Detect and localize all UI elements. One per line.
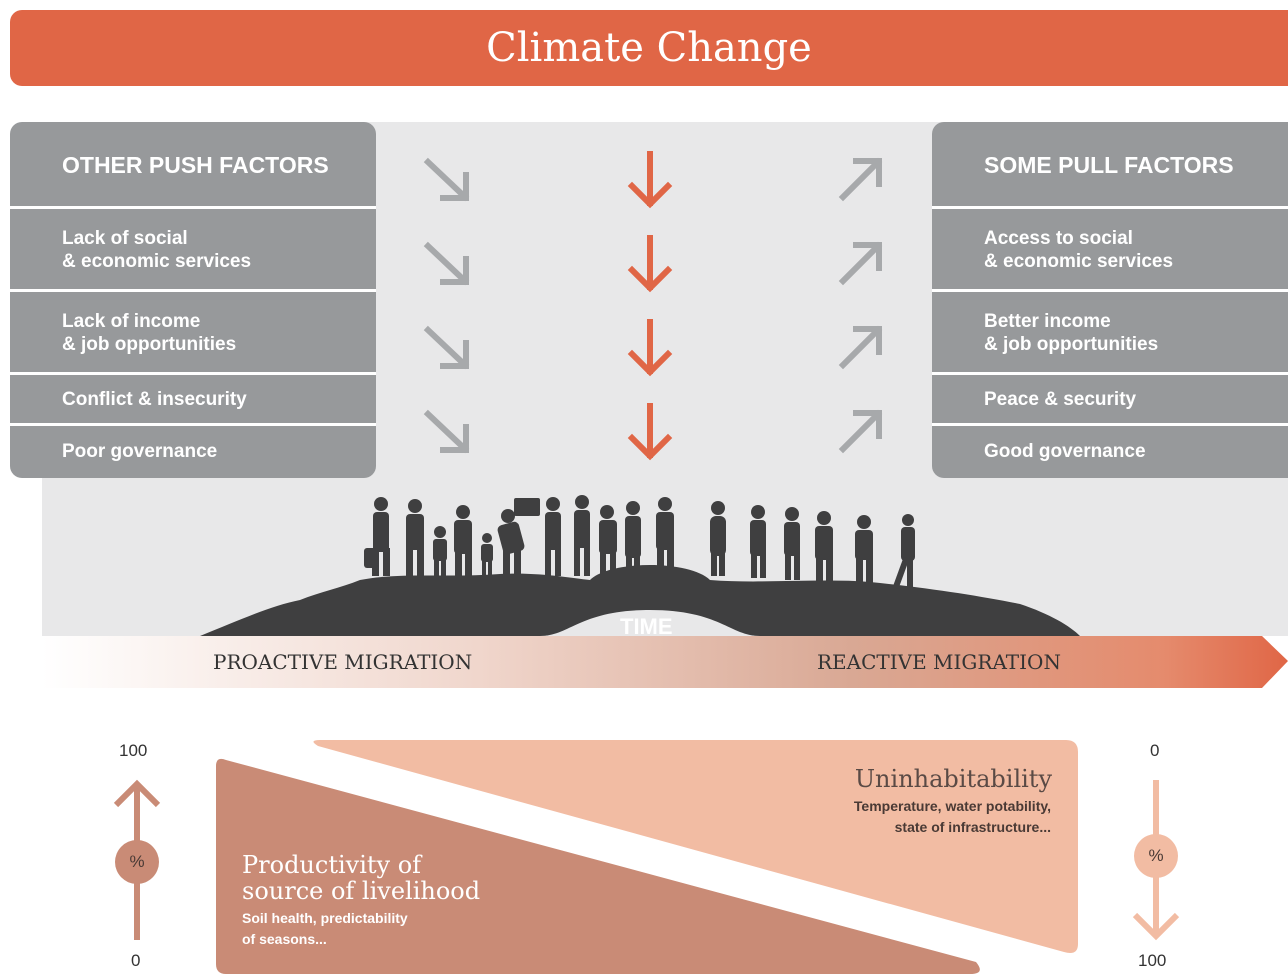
person-icon: [406, 499, 424, 576]
push-factors-header: OTHER PUSH FACTORS: [62, 151, 329, 178]
left-scale-top-value: 100: [119, 741, 148, 760]
person-icon: [784, 507, 800, 580]
person-icon: [625, 501, 641, 576]
person-icon: [710, 501, 726, 576]
proactive-migration-label: PROACTIVE MIGRATION: [213, 650, 473, 674]
right-scale-bottom-value: 100: [1138, 951, 1167, 970]
child-icon: [481, 533, 493, 576]
person-icon: [599, 505, 617, 576]
push-factors-box: OTHER PUSH FACTORS Lack of social & econ…: [10, 122, 376, 478]
divider: [10, 289, 376, 292]
divider: [932, 372, 1288, 375]
productivity-subtitle: Soil health, predictability of seasons..…: [242, 910, 408, 947]
time-band: [42, 636, 1288, 688]
climate-arrows: [627, 151, 673, 461]
person-carrying-icon: [497, 498, 540, 576]
divider: [932, 206, 1288, 209]
person-icon: [855, 515, 873, 584]
crowd-silhouette: [364, 495, 915, 590]
arrow-down-icon: [627, 319, 673, 377]
person-icon: [574, 495, 590, 576]
person-icon: [545, 497, 561, 576]
right-scale-circle: [1134, 834, 1178, 878]
person-icon: [364, 497, 390, 576]
pull-arrows: [838, 157, 883, 454]
uninhabitability-subtitle: Temperature, water potability, state of …: [853, 798, 1051, 835]
pull-factor-item: Good governance: [984, 440, 1146, 462]
arrow-up-right-icon: [838, 157, 883, 202]
arrow-down-right-icon: [423, 157, 470, 202]
productivity-title: Productivity of source of livelihood: [242, 851, 481, 905]
child-icon: [433, 526, 447, 576]
person-icon: [656, 497, 674, 576]
right-scale-top-value: 0: [1150, 741, 1160, 760]
title-bar: Climate Change: [10, 10, 1288, 86]
productivity-triangle: [216, 758, 980, 974]
arrow-down-icon: [627, 403, 673, 461]
person-icon: [892, 514, 915, 590]
arrow-down-right-icon: [423, 241, 470, 286]
pull-factor-item: Access to social & economic services: [984, 227, 1174, 272]
left-percent-symbol: %: [129, 852, 145, 871]
time-label: TIME: [620, 614, 673, 639]
arrow-up-right-icon: [838, 241, 883, 286]
divider: [10, 372, 376, 375]
left-scale-circle: [115, 840, 159, 884]
divider: [932, 423, 1288, 426]
arrow-down-right-icon: [423, 325, 470, 370]
pull-factors-header: SOME PULL FACTORS: [984, 151, 1234, 178]
push-factor-item: Lack of income & job opportunities: [62, 310, 237, 355]
person-icon: [750, 505, 766, 578]
arrow-down-icon: [627, 235, 673, 293]
left-scale-bottom-value: 0: [131, 951, 141, 970]
divider: [10, 206, 376, 209]
reactive-migration-label: REACTIVE MIGRATION: [817, 650, 1061, 674]
push-factor-item: Conflict & insecurity: [62, 389, 247, 410]
uninhabitability-title: Uninhabitability: [854, 765, 1052, 793]
push-factor-item: Poor governance: [62, 440, 218, 462]
arrow-up-right-icon: [838, 409, 883, 454]
divider: [932, 289, 1288, 292]
diagram-title: Climate Change: [486, 25, 812, 71]
divider: [10, 423, 376, 426]
arrow-down-right-icon: [423, 409, 470, 454]
arrow-down-icon: [627, 151, 673, 209]
push-arrows: [423, 157, 470, 454]
pull-factor-item: Peace & security: [984, 389, 1137, 410]
person-icon: [815, 511, 833, 582]
uninhabitability-triangle: [313, 740, 1078, 953]
person-icon: [454, 505, 472, 576]
right-percent-symbol: %: [1148, 846, 1164, 865]
push-factor-item: Lack of social & economic services: [62, 227, 252, 272]
pull-factors-box: SOME PULL FACTORS Access to social & eco…: [932, 122, 1288, 478]
pull-factor-item: Better income & job opportunities: [984, 310, 1159, 355]
arrow-up-right-icon: [838, 325, 883, 370]
